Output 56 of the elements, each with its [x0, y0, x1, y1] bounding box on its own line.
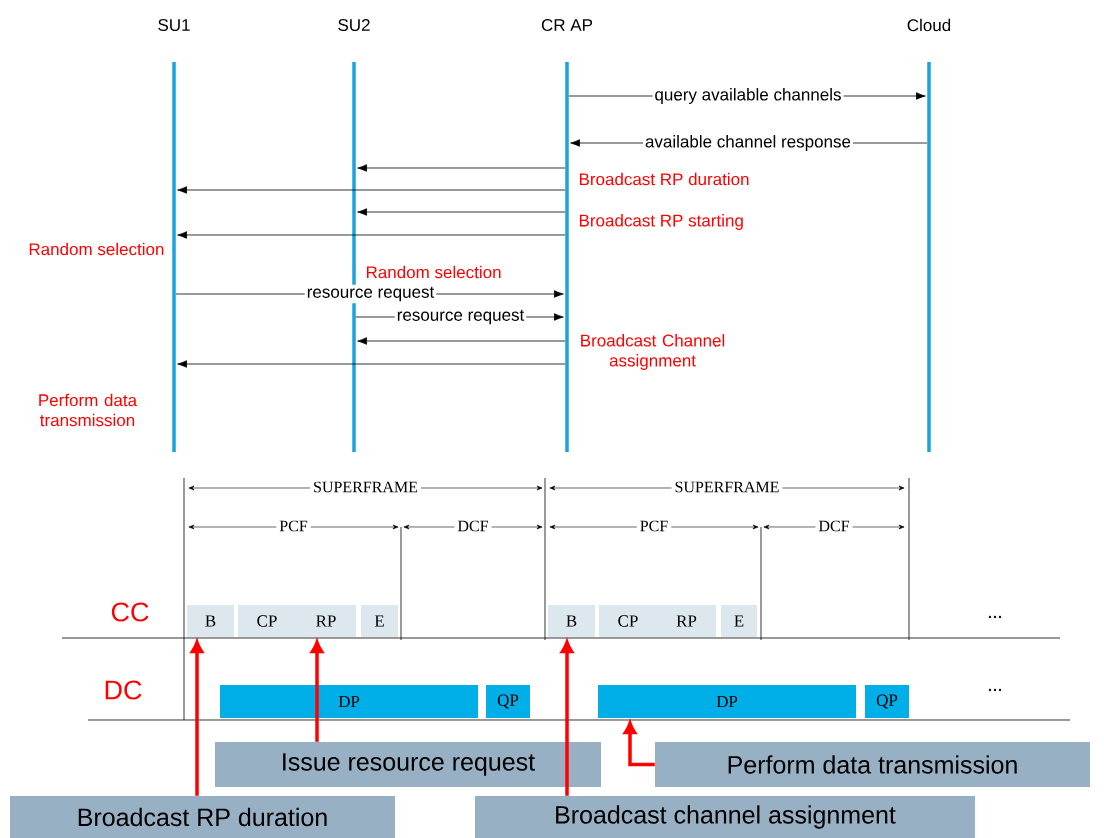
data-period-bar: QP [865, 685, 909, 718]
slot-box: E [721, 605, 757, 637]
dimension-label: PCF [636, 517, 672, 535]
slot-box: B [187, 605, 234, 637]
callout-box: Broadcast RP duration [10, 796, 395, 838]
edge-label: Broadcast Channel assignment [581, 334, 725, 370]
message-arrow [177, 186, 566, 194]
callout-box: Perform data transmission [655, 742, 1090, 787]
slot-box: E [361, 605, 398, 637]
callout-box: Broadcast channel assignment [475, 796, 975, 838]
slot-box: CP [238, 605, 296, 637]
dimension-label: SUPERFRAME [671, 478, 783, 496]
lifeline-label: SU2 [338, 19, 370, 32]
annotation: Random selection [366, 265, 501, 279]
slot-box: RP [296, 605, 356, 637]
edge-label: available channel response [643, 133, 853, 153]
lifeline [172, 62, 176, 452]
callout-arrow [190, 640, 204, 796]
annotation: Perform data transmission [39, 393, 138, 427]
channel-label: CC [111, 602, 149, 622]
node-label: CP [618, 615, 638, 627]
callout-arrow [560, 640, 574, 796]
callout-arrow [310, 640, 324, 742]
message-arrow [177, 360, 566, 368]
edge-label: Broadcast RP duration [579, 172, 749, 186]
dimension-label: DCF [815, 517, 853, 535]
lifeline-label: CR AP [541, 19, 593, 32]
data-period-bar: DP [598, 685, 856, 718]
dimension-label: PCF [276, 517, 311, 535]
ellipsis: ... [988, 688, 1002, 692]
slot-box: RP [657, 605, 716, 637]
callout-arrow [623, 721, 655, 767]
channel-label: DC [105, 680, 142, 700]
data-period-bar: QP [486, 685, 530, 718]
lifeline-label: SU1 [158, 19, 190, 32]
dimension-label: SUPERFRAME [310, 478, 421, 496]
edge-label: resource request [394, 307, 527, 327]
data-period-bar: DP [220, 685, 478, 718]
lifeline [565, 62, 569, 452]
ellipsis: ... [988, 615, 1002, 619]
message-arrow [357, 208, 566, 216]
slot-box: B [548, 605, 595, 637]
message-arrow [177, 231, 566, 239]
node-label: RP [316, 615, 336, 627]
message-arrow [357, 164, 566, 172]
lifeline [927, 62, 931, 452]
node-label: CP [257, 615, 277, 627]
lifeline-label: Cloud [907, 18, 951, 32]
dimension-label: DCF [454, 517, 492, 535]
edge-label: resource request [304, 284, 437, 304]
node-label: RP [676, 615, 697, 627]
callout-box: Issue resource request [215, 742, 601, 787]
edge-label: query available channels [652, 86, 844, 106]
slot-box: CP [599, 605, 657, 637]
edge-label: Broadcast RP starting [579, 214, 743, 230]
message-arrow [357, 337, 566, 345]
